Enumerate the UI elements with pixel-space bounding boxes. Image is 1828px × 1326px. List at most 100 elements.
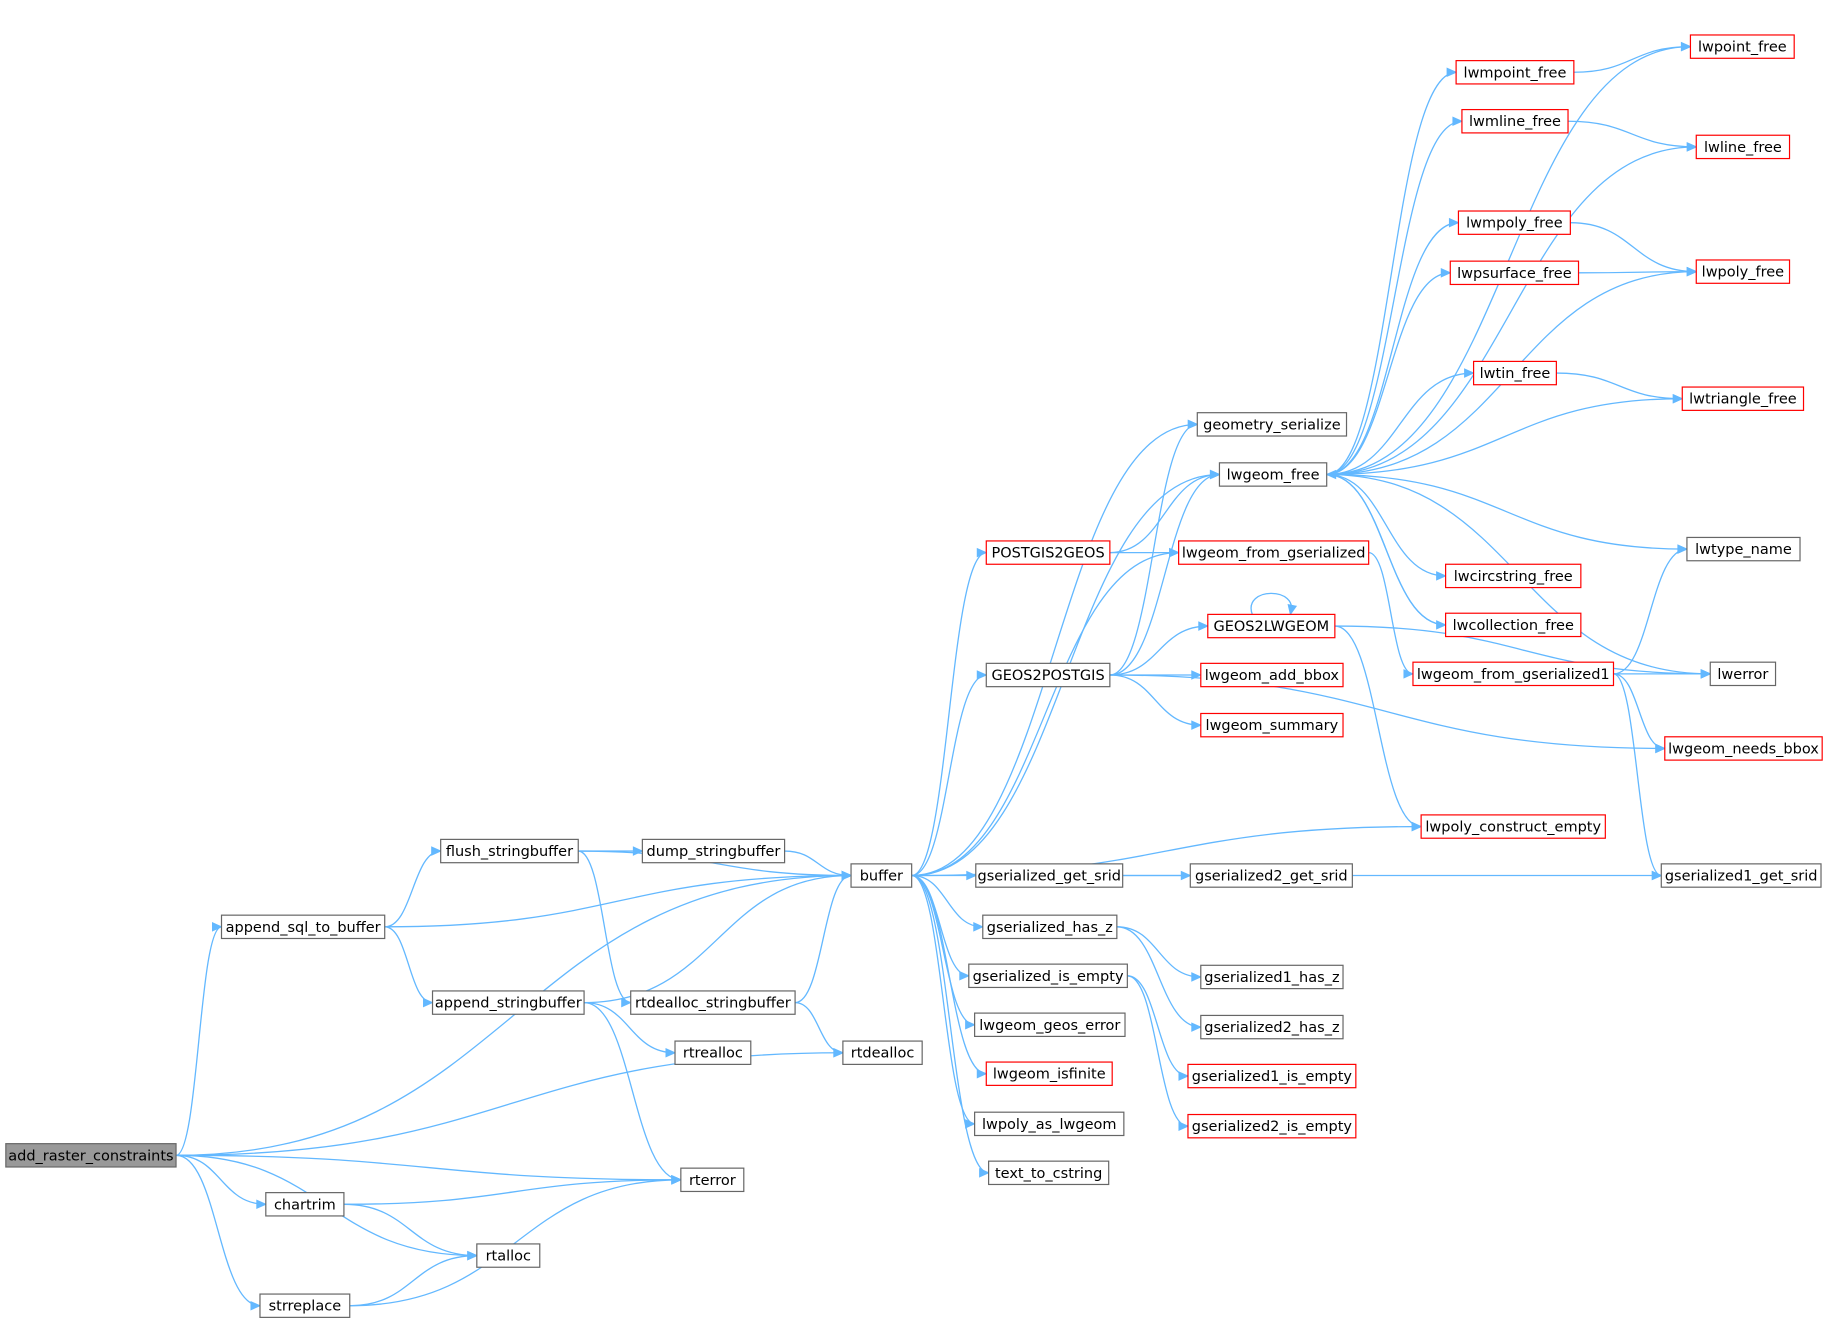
- node-gserialized1-is-empty[interactable]: gserialized1_is_empty: [1187, 1063, 1357, 1089]
- node-box: [1218, 462, 1328, 487]
- arrowhead-geos2lwgeom-to-lwpoly-construct-empty: [1411, 821, 1423, 832]
- node-lwgeom-free[interactable]: lwgeom_free: [1218, 462, 1328, 487]
- node-strreplace[interactable]: strreplace: [259, 1293, 351, 1318]
- node-label: lwmpoint_free: [1464, 65, 1567, 81]
- node-rtdealloc-stringbuffer[interactable]: rtdealloc_stringbuffer: [630, 990, 796, 1015]
- node-lwgeom-from-gserialized1[interactable]: lwgeom_from_gserialized1: [1412, 661, 1615, 687]
- node-append-sql-to-buffer[interactable]: append_sql_to_buffer: [220, 914, 386, 940]
- node-lwgeom-from-gserialized[interactable]: lwgeom_from_gserialized: [1178, 540, 1370, 565]
- node-gserialized2-has-z[interactable]: gserialized2_has_z: [1200, 1014, 1344, 1040]
- node-postgis2geos[interactable]: POSTGIS2GEOS: [985, 540, 1111, 565]
- node-lwerror[interactable]: lwerror: [1709, 661, 1777, 687]
- node-rtdealloc[interactable]: rtdealloc: [842, 1040, 923, 1065]
- node-label: gserialized1_get_srid: [1665, 869, 1818, 885]
- node-gserialized1-get-srid[interactable]: gserialized1_get_srid: [1660, 863, 1822, 888]
- edge-postgis2geos-to-lwgeom-free: [1109, 473, 1220, 554]
- node-box: [1200, 1014, 1344, 1040]
- arrowhead-lwgeom-from-gserialized1-to-lwtype-name: [1677, 544, 1689, 554]
- edge-geos2lwgeom-to-lwpoly-construct-empty: [1334, 625, 1422, 828]
- node-box: [1472, 360, 1557, 386]
- node-lwgeom-isfinite[interactable]: lwgeom_isfinite: [985, 1061, 1113, 1086]
- arrowhead-buffer-to-postgis2geos: [976, 547, 988, 558]
- node-label: lwtin_free: [1480, 366, 1551, 382]
- node-box: [259, 1293, 351, 1318]
- edge-lwmpoly-free-to-lwpoly-free: [1570, 222, 1697, 273]
- node-lwpoly-free[interactable]: lwpoly_free: [1695, 259, 1791, 284]
- node-gserialized-get-srid[interactable]: gserialized_get_srid: [975, 863, 1124, 888]
- arrowhead-lwcollection-free-to-lwgeom-free: [1325, 469, 1337, 480]
- node-box: [1200, 712, 1344, 738]
- node-box: [1664, 736, 1823, 761]
- edge-lwmpoint-free-to-lwpoint-free: [1573, 45, 1691, 73]
- node-box: [1695, 259, 1791, 284]
- node-lwmline-free[interactable]: lwmline_free: [1461, 108, 1569, 134]
- node-box: [1709, 661, 1777, 687]
- node-label: gserialized1_is_empty: [1192, 1069, 1353, 1085]
- node-box: [988, 1160, 1110, 1186]
- node-lwgeom-geos-error[interactable]: lwgeom_geos_error: [974, 1012, 1126, 1038]
- node-box: [985, 662, 1111, 688]
- node-lwcircstring-free[interactable]: lwcircstring_free: [1445, 563, 1582, 589]
- node-append-stringbuffer[interactable]: append_stringbuffer: [431, 990, 585, 1015]
- node-lwtriangle-free[interactable]: lwtriangle_free: [1681, 386, 1805, 411]
- node-lwpoly-as-lwgeom[interactable]: lwpoly_as_lwgeom: [974, 1111, 1125, 1137]
- node-gserialized-is-empty[interactable]: gserialized_is_empty: [968, 963, 1128, 989]
- node-lwmpoly-free[interactable]: lwmpoly_free: [1457, 210, 1571, 235]
- node-label: GEOS2LWGEOM: [1213, 619, 1329, 635]
- node-lwgeom-summary[interactable]: lwgeom_summary: [1200, 712, 1344, 738]
- node-add-raster-constraints[interactable]: add_raster_constraints: [5, 1143, 177, 1168]
- arrowhead-flush-stringbuffer-to-rtdealloc-stringbuffer: [621, 997, 632, 1008]
- arrowhead-rtdealloc-stringbuffer-to-rtdealloc: [833, 1047, 845, 1058]
- node-buffer[interactable]: buffer: [850, 863, 913, 888]
- node-geos2postgis[interactable]: GEOS2POSTGIS: [985, 662, 1111, 688]
- node-label: lwgeom_geos_error: [979, 1018, 1120, 1034]
- edge-geos2postgis-to-geos2lwgeom: [1109, 625, 1208, 676]
- node-box: [1689, 34, 1795, 59]
- node-lwcollection-free[interactable]: lwcollection_free: [1445, 612, 1582, 638]
- node-gserialized-has-z[interactable]: gserialized_has_z: [982, 914, 1118, 940]
- node-gserialized1-has-z[interactable]: gserialized1_has_z: [1200, 964, 1344, 990]
- edge-buffer-to-geometry-serialize: [911, 423, 1198, 877]
- edge-geos2lwgeom-to-lwerror: [1334, 625, 1711, 675]
- node-lwgeom-add-bbox[interactable]: lwgeom_add_bbox: [1200, 662, 1344, 688]
- edge-append-sql-to-buffer-to-flush-stringbuffer: [384, 850, 441, 928]
- node-box: [985, 540, 1111, 565]
- node-rtrealloc[interactable]: rtrealloc: [674, 1040, 752, 1065]
- node-geos2lwgeom[interactable]: GEOS2LWGEOM: [1207, 613, 1336, 639]
- node-lwline-free[interactable]: lwline_free: [1695, 134, 1791, 160]
- node-flush-stringbuffer[interactable]: flush_stringbuffer: [440, 838, 579, 864]
- node-label: POSTGIS2GEOS: [991, 546, 1104, 562]
- node-lwtype-name[interactable]: lwtype_name: [1686, 536, 1801, 562]
- node-lwpsurface-free[interactable]: lwpsurface_free: [1449, 260, 1580, 286]
- node-rtalloc[interactable]: rtalloc: [476, 1243, 541, 1268]
- node-chartrim[interactable]: chartrim: [265, 1192, 345, 1217]
- node-gserialized2-get-srid[interactable]: gserialized2_get_srid: [1189, 863, 1353, 888]
- edge-buffer-to-lwgeom-from-gserialized: [911, 551, 1179, 877]
- node-geometry-serialize[interactable]: geometry_serialize: [1196, 412, 1348, 437]
- node-label: lwcollection_free: [1453, 618, 1574, 634]
- node-label: rtalloc: [486, 1249, 531, 1265]
- node-label: gserialized2_is_empty: [1192, 1119, 1353, 1135]
- node-label: rterror: [689, 1173, 736, 1189]
- edge-buffer-to-gserialized-is-empty: [911, 874, 969, 977]
- node-label: lwgeom_add_bbox: [1205, 668, 1340, 684]
- node-lwpoint-free[interactable]: lwpoint_free: [1689, 34, 1795, 59]
- node-lwtin-free[interactable]: lwtin_free: [1472, 360, 1557, 386]
- node-dump-stringbuffer[interactable]: dump_stringbuffer: [641, 838, 786, 864]
- node-lwpoly-construct-empty[interactable]: lwpoly_construct_empty: [1420, 814, 1606, 839]
- node-box: [1449, 260, 1580, 286]
- node-box: [5, 1143, 177, 1168]
- node-label: lwgeom_from_gserialized: [1182, 546, 1366, 562]
- arrowhead-lwgeom-free-to-lwcircstring-free: [1436, 571, 1447, 581]
- edge-gserialized-is-empty-to-gserialized2-is-empty: [1127, 975, 1189, 1127]
- node-text-to-cstring[interactable]: text_to_cstring: [988, 1160, 1110, 1186]
- arrowhead-buffer-to-gserialized-has-z: [973, 922, 985, 932]
- node-lwmpoint-free[interactable]: lwmpoint_free: [1455, 60, 1575, 85]
- node-box: [1178, 540, 1370, 565]
- node-label: lwgeom_free: [1227, 467, 1320, 483]
- node-gserialized2-is-empty[interactable]: gserialized2_is_empty: [1187, 1113, 1357, 1139]
- arrowhead-buffer-to-geos2postgis: [976, 670, 988, 680]
- node-lwgeom-needs-bbox[interactable]: lwgeom_needs_bbox: [1664, 736, 1823, 761]
- node-box: [982, 914, 1118, 940]
- node-rterror[interactable]: rterror: [680, 1167, 745, 1193]
